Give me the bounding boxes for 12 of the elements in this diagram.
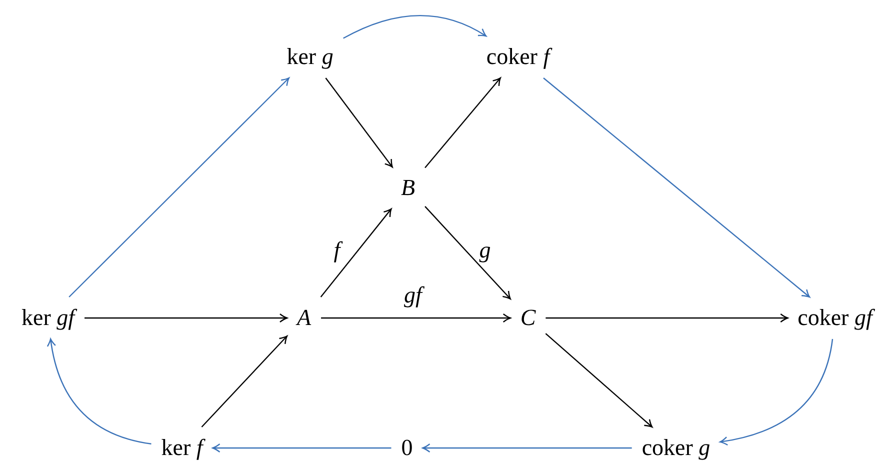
math-label: coker gf	[788, 297, 882, 339]
math-label: C	[510, 297, 546, 339]
math-label: ker g	[276, 36, 344, 78]
math-label: ker f	[151, 427, 213, 463]
math-label: 0	[391, 427, 423, 463]
math-label: B	[390, 167, 426, 209]
math-label: coker g	[632, 427, 720, 463]
math-label: coker f	[476, 36, 560, 78]
edge-label: f	[332, 238, 342, 262]
math-label: A	[286, 297, 322, 339]
math-label: ker gf	[12, 297, 84, 339]
edge-label: gf	[402, 284, 424, 306]
